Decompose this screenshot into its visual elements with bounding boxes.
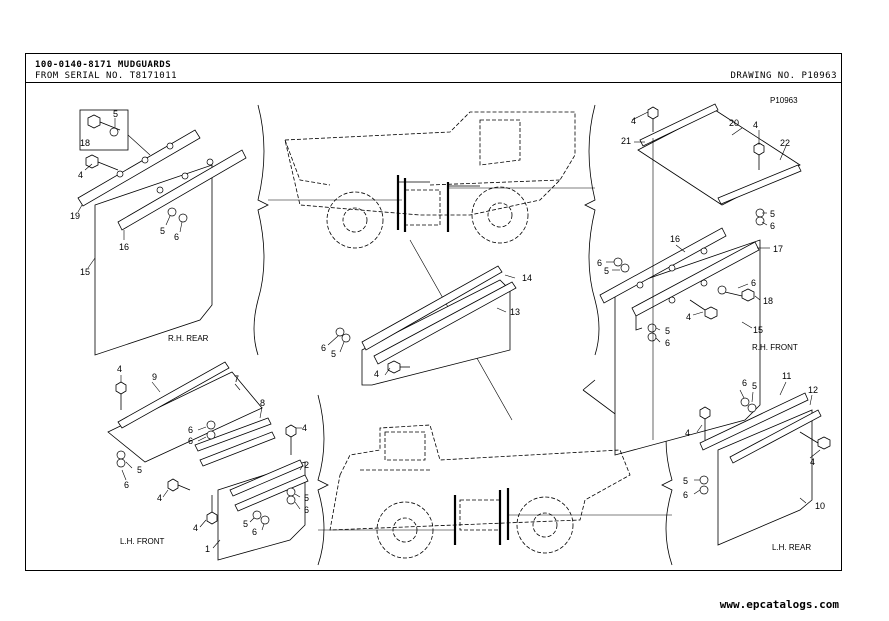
callout: 18	[80, 138, 90, 148]
callout: 4	[810, 457, 815, 467]
drawing-ref: P10963	[770, 96, 798, 105]
callout: 16	[119, 242, 129, 252]
lh-rear-assembly	[693, 381, 831, 546]
callout: 5	[770, 209, 775, 219]
callout: 6	[188, 436, 193, 446]
callout: 8	[260, 398, 265, 408]
callout: 22	[780, 138, 790, 148]
callout: 5	[243, 519, 248, 529]
callout: 7	[234, 374, 239, 384]
callout: 10	[815, 501, 825, 511]
drawing-title: 100-0140-8171 MUDGUARDS	[35, 60, 172, 70]
callout: 15	[753, 325, 763, 335]
callout: 16	[670, 234, 680, 244]
drawing-frame	[25, 53, 842, 571]
callout: 4	[686, 312, 691, 322]
lh-front-assembly	[107, 361, 309, 561]
callout: 6	[665, 338, 670, 348]
footer-url: www.epcatalogs.com	[719, 598, 839, 611]
callout: 4	[753, 120, 758, 130]
truck-side-view-bottom	[318, 424, 672, 559]
callout: 6	[683, 490, 688, 500]
callout: 1	[205, 544, 210, 554]
drawing-number: DRAWING NO. P10963	[730, 71, 837, 81]
callout: 5	[683, 476, 688, 486]
callout: 6	[188, 425, 193, 435]
view-label-rh-rear: R.H. REAR	[168, 334, 209, 343]
rh-rear-assembly	[77, 109, 247, 356]
callout: 5	[604, 266, 609, 276]
header-separator	[25, 82, 842, 83]
callout: 6	[751, 278, 756, 288]
callout: 5	[752, 381, 757, 391]
callout: 21	[621, 136, 631, 146]
callout: 5	[137, 465, 142, 475]
callout: 4	[685, 428, 690, 438]
callout: 4	[117, 364, 122, 374]
callout: 13	[510, 307, 520, 317]
callout: 6	[742, 378, 747, 388]
view-label-lh-front: L.H. FRONT	[120, 537, 165, 546]
serial-number: FROM SERIAL NO. T8171011	[35, 71, 178, 81]
callout: 5	[304, 493, 309, 503]
callout: 6	[124, 480, 129, 490]
callout: 4	[157, 493, 162, 503]
callout: 4	[631, 116, 636, 126]
callout: 17	[773, 244, 783, 254]
callout: 4	[78, 170, 83, 180]
callout: 6	[252, 527, 257, 537]
callout: 6	[770, 221, 775, 231]
callout: 11	[782, 371, 791, 381]
callout: 5	[160, 226, 165, 236]
callout: 15	[80, 267, 90, 277]
callout: 5	[113, 109, 118, 119]
callout: 5	[331, 349, 336, 359]
callout: 6	[304, 505, 309, 515]
callout: 4	[374, 369, 379, 379]
callout: 20	[729, 118, 739, 128]
callout: 6	[597, 258, 602, 268]
callout: 18	[763, 296, 773, 306]
callout: 6	[174, 232, 179, 242]
callout: 4	[302, 423, 307, 433]
center-bracket-assembly	[327, 265, 517, 386]
view-label-rh-front: R.H. FRONT	[752, 343, 798, 352]
callout: 6	[321, 343, 326, 353]
truck-side-view-top	[268, 111, 595, 421]
callout: 14	[522, 273, 532, 283]
callout: 9	[152, 372, 157, 382]
callout: 5	[665, 326, 670, 336]
callout: 19	[70, 211, 80, 221]
callout: 2	[304, 460, 309, 470]
view-label-lh-rear: L.H. REAR	[772, 543, 811, 552]
rh-front-assembly	[599, 103, 802, 456]
callout: 4	[193, 523, 198, 533]
callout-labels: 5 18 4 19 16 5 6 15 R.H. REAR P10963 4 2…	[70, 96, 825, 554]
callout: 12	[808, 385, 818, 395]
